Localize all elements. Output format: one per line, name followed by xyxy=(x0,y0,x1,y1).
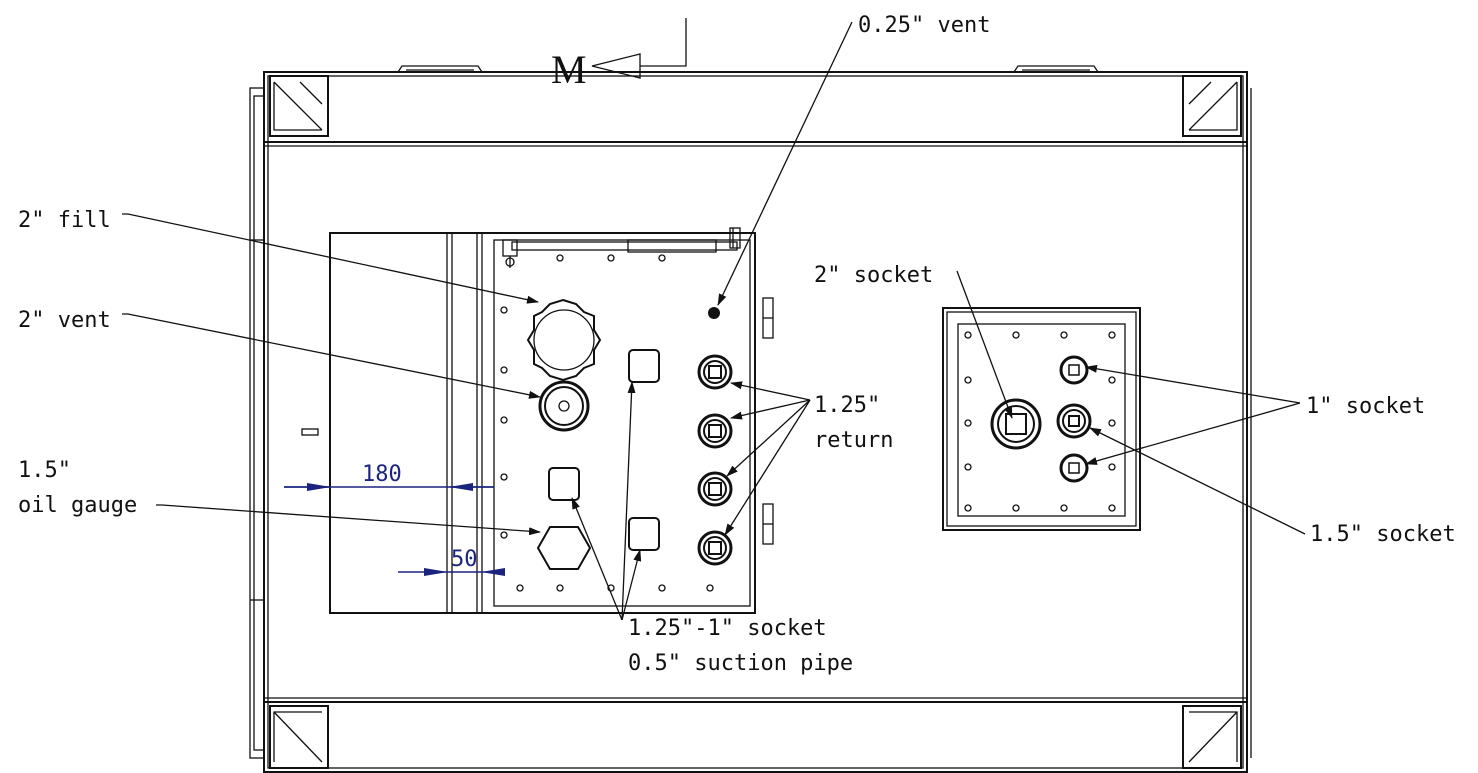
label-suction-pipe: 0.5" suction pipe xyxy=(628,651,853,676)
label-socket-size: 1.25"-1" socket xyxy=(628,616,827,641)
dimension-180-label: 180 xyxy=(362,462,402,487)
label-return-size: 1.25" xyxy=(814,393,880,418)
return-socket-4 xyxy=(697,530,733,566)
dimension-50: 50 xyxy=(398,547,505,576)
corner-gusset-bottom-left xyxy=(269,705,329,769)
label-1in-socket: 1" socket xyxy=(1306,394,1425,419)
socket-15in-fitting xyxy=(1056,403,1092,439)
dimension-50-label: 50 xyxy=(451,547,478,572)
dimension-180: 180 xyxy=(284,462,494,491)
corner-gusset-top-right xyxy=(1182,75,1242,137)
oil-gauge-hex xyxy=(536,526,592,570)
tank-body xyxy=(249,65,1252,773)
label-2in-vent: 2" vent xyxy=(18,308,111,333)
label-oil-gauge: oil gauge xyxy=(18,493,137,518)
bolt-holes-left-panel xyxy=(500,254,714,592)
socket-1in-fitting-top xyxy=(1059,355,1089,385)
suction-socket-1 xyxy=(628,349,660,383)
panel-hinges xyxy=(762,297,774,545)
return-socket-3 xyxy=(697,471,733,507)
bolt-holes-right-panel xyxy=(964,331,1116,512)
socket-2in-fitting xyxy=(990,398,1042,450)
section-mark-label: M xyxy=(551,47,587,92)
leader-lines xyxy=(122,21,1306,621)
suction-socket-2 xyxy=(548,467,580,501)
label-2in-fill: 2" fill xyxy=(18,208,111,233)
suction-socket-3 xyxy=(628,517,660,551)
label-025in-vent: 0.25" vent xyxy=(858,13,990,38)
label-15in-socket: 1.5" socket xyxy=(1310,522,1456,547)
left-inspection-panel xyxy=(329,227,756,614)
corner-gusset-top-left xyxy=(269,75,329,137)
return-socket-1 xyxy=(697,354,733,390)
side-slot xyxy=(301,428,319,436)
fill-cap-2in xyxy=(526,298,602,382)
right-socket-panel xyxy=(942,307,1141,531)
label-oil-gauge-size: 1.5" xyxy=(18,458,71,483)
vent-tube xyxy=(502,227,741,268)
corner-gusset-bottom-right xyxy=(1182,705,1242,769)
label-2in-socket: 2" socket xyxy=(814,263,933,288)
vent-025-fitting xyxy=(708,307,720,319)
vent-2in-fitting xyxy=(538,380,590,432)
section-arrow-m: M xyxy=(551,18,687,92)
return-socket-2 xyxy=(697,413,733,449)
label-return: return xyxy=(814,428,893,453)
socket-1in-fitting-bottom xyxy=(1059,453,1089,483)
